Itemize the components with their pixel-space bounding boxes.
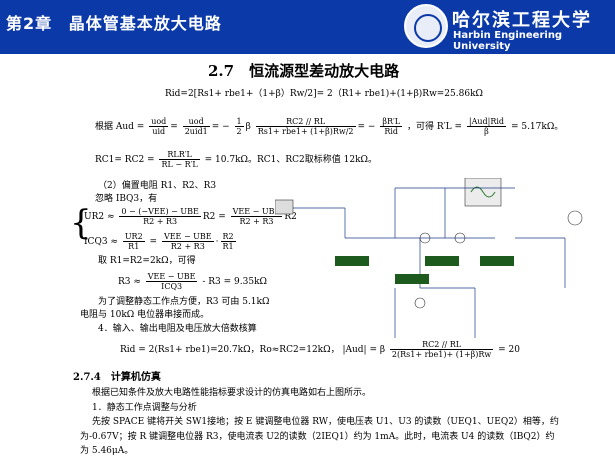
chapter-heading: 第2章 晶体管基本放大电路 xyxy=(6,10,232,34)
equation-brace: { xyxy=(70,203,92,243)
item-4: 4．输入、输出电阻及电压放大倍数核算 xyxy=(98,324,257,334)
ac-source-icon xyxy=(567,210,583,226)
para-5: 为 5.46μA。 xyxy=(80,446,134,456)
section-title: 2.7 恒流源型差动放大电路 xyxy=(208,62,400,80)
bias-title: （2）偏置电阻 R1、R2、R3 xyxy=(98,181,217,191)
chapter-title: 晶体管基本放大电路 xyxy=(68,14,222,33)
para-1: 根据已知条件及放大电路性能指标要求设计的仿真电路如右上图所示。 xyxy=(92,388,372,398)
simulation-circuit xyxy=(275,178,583,338)
subsection-title: 2.7.4 计算机仿真 xyxy=(73,372,161,383)
xfg-generator xyxy=(275,199,294,215)
para-3: 先按 SPACE 键将开关 SW1接地；按 E 键调整电位器 RW，使电压表 U… xyxy=(92,417,559,427)
university-name-cn: 哈尔滨工程大学 xyxy=(452,10,592,31)
adjust-line-1: 为了调整静态工作点方便，R3 可由 5.1kΩ xyxy=(98,297,270,307)
ignore-ibq3: 忽略 IBQ3，有 xyxy=(95,194,158,204)
university-seal-icon xyxy=(404,4,448,48)
voltmeter-u3 xyxy=(480,256,514,266)
ammeter-u4 xyxy=(395,274,429,284)
voltmeter-u1 xyxy=(335,256,369,266)
para-2: 1．静态工作点调整与分析 xyxy=(92,403,197,413)
para-4: 为-0.67V；按 R 键调整电位器 R3，使电流表 U2的读数（2IEQ1）约… xyxy=(80,432,555,442)
chapter-number: 第2章 xyxy=(6,14,53,33)
ammeter-u2 xyxy=(425,256,459,266)
header-bar: 第2章 晶体管基本放大电路 哈尔滨工程大学 Harbin Engineering… xyxy=(0,0,615,54)
rid-ro-equation: Rid = 2(Rs1+ rbe1)=20.7kΩ，Ro≈RC2=12kΩ， |… xyxy=(120,340,520,359)
adjust-line-2: 电阻与 10kΩ 电位器串接而成。 xyxy=(80,310,210,320)
rid-equation: Rid=2[Rs1+ rbe1+（1+β）Rw/2]= 2（R1+ rbe1)+… xyxy=(165,89,483,99)
university-name-en: Harbin Engineering University xyxy=(453,30,563,52)
take-values: 取 R1=R2=2kΩ，可得 xyxy=(98,256,196,266)
